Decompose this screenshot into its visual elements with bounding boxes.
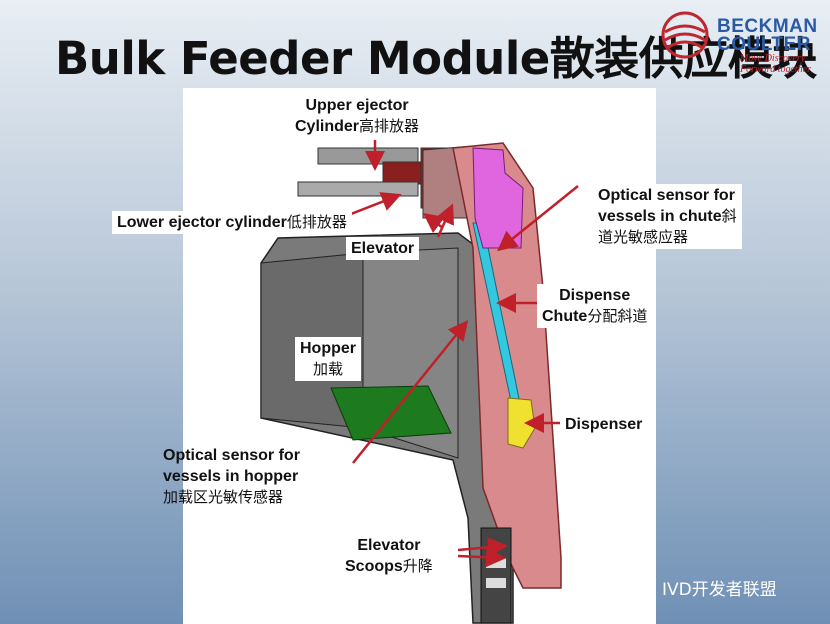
wechat-icon [630, 577, 654, 596]
watermark: IVD开发者联盟 [630, 572, 777, 602]
label-hopper: Hopper 加载 [295, 337, 361, 381]
logo-text-line1: BECKMAN [717, 16, 818, 37]
label-optical-hopper-cn: 加载区光敏传感器 [163, 488, 284, 506]
label-dispense-chute-cn: 分配斜道 [587, 307, 648, 325]
label-lower-ejector-en: Lower ejector cylinder [117, 214, 287, 231]
logo-text-line2: COULTER [717, 34, 811, 55]
label-dispenser: Dispenser [560, 413, 648, 436]
dispenser [507, 397, 536, 449]
watermark-text: IVD开发者联盟 [662, 579, 777, 600]
beckman-coulter-logo: BECKMAN COULTER Move Discovery Forward t… [655, 6, 825, 75]
ejector-cylinders [297, 145, 474, 219]
label-elevator: Elevator [346, 237, 420, 260]
elevator-column [480, 527, 512, 624]
hopper-floor [330, 385, 452, 441]
slide-title: Bulk Feeder Module散装供应模块 [55, 32, 817, 85]
label-dispense-chute-line2: Chute [542, 308, 588, 325]
label-optical-chute-line2: vessels in chute [598, 208, 722, 225]
label-dispense-chute-line1: Dispense [559, 287, 631, 304]
optical-sensor-chute [472, 147, 524, 249]
label-elevator-scoops-line2: Scoops [345, 558, 403, 575]
label-upper-ejector-cn: 高排放器 [359, 117, 420, 135]
logo-tagline: Move Discovery Forward together [740, 53, 812, 75]
label-dispense-chute: Dispense Chute分配斜道 [537, 284, 653, 328]
label-hopper-cn: 加载 [312, 360, 343, 378]
label-upper-ejector: Upper ejector Cylinder高排放器 [290, 94, 425, 138]
label-optical-hopper-line2: vessels in hopper [163, 468, 299, 485]
label-optical-hopper-line1: Optical sensor for [163, 447, 300, 464]
label-optical-sensor-chute: Optical sensor for vessels in chute斜 道光敏… [593, 184, 742, 249]
label-elevator-scoops-line1: Elevator [357, 537, 421, 554]
label-upper-ejector-line1: Upper ejector [305, 97, 409, 114]
label-elevator-scoops-cn: 升降 [402, 557, 433, 575]
label-dispenser-text: Dispenser [565, 416, 643, 433]
label-lower-ejector-cn: 低排放器 [286, 213, 347, 231]
label-elevator-text: Elevator [351, 240, 415, 257]
logo-swoosh-icon [661, 11, 709, 59]
label-optical-sensor-hopper: Optical sensor for vessels in hopper 加载区… [158, 444, 305, 509]
label-upper-ejector-line2: Cylinder [295, 118, 360, 135]
label-lower-ejector: Lower ejector cylinder低排放器 [112, 211, 352, 234]
label-optical-chute-cn-a: 斜 [721, 207, 737, 225]
label-optical-chute-cn-b: 道光敏感应器 [598, 228, 689, 246]
label-hopper-en: Hopper [300, 340, 356, 357]
label-optical-chute-line1: Optical sensor for [598, 187, 735, 204]
label-elevator-scoops: Elevator Scoops升降 [340, 534, 438, 578]
